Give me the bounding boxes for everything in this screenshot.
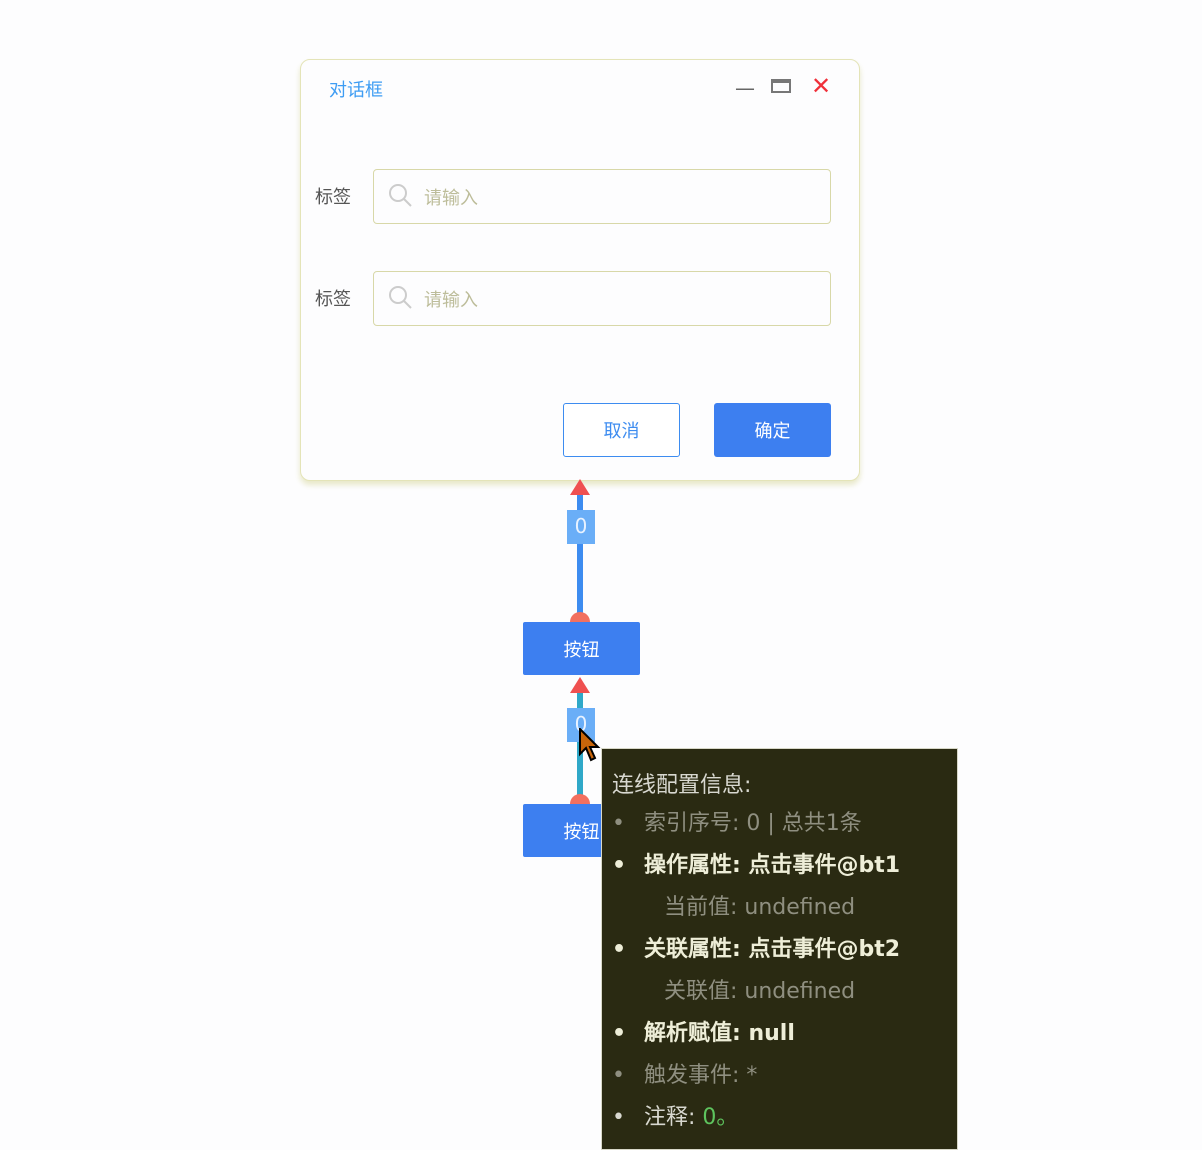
edge-label[interactable]: 0 [567, 510, 595, 544]
input-placeholder: 请输入 [424, 188, 478, 209]
dialog-title: 对话框 [329, 80, 383, 101]
tooltip-title: 连线配置信息: [612, 773, 752, 798]
search-icon [389, 286, 412, 309]
minimize-icon[interactable]: — [735, 76, 755, 100]
edge-info-tooltip: 连线配置信息: 索引序号: 0 | 总共1条 操作属性: 点击事件@bt1 当前… [601, 748, 958, 1150]
arrow-head-icon [570, 479, 590, 495]
cursor-icon [579, 728, 601, 762]
text-input[interactable]: 请输入 [373, 169, 831, 224]
field-label: 标签 [315, 187, 351, 208]
search-icon [389, 184, 412, 207]
field-label: 标签 [315, 289, 351, 310]
tooltip-item: 当前值: undefined [664, 895, 856, 920]
tooltip-item: 关联值: undefined [664, 979, 856, 1004]
arrow-head-icon [570, 677, 590, 693]
comment-label: 注释: [644, 1105, 703, 1130]
maximize-icon[interactable] [771, 79, 791, 93]
edge-anchor[interactable] [570, 612, 590, 622]
confirm-button[interactable]: 确定 [714, 403, 831, 457]
edge-line[interactable] [577, 494, 583, 614]
node-button[interactable]: 按钮 [523, 622, 640, 675]
tooltip-item: 索引序号: 0 | 总共1条 [602, 803, 957, 845]
tooltip-item: 注释: 0。 [602, 1097, 957, 1139]
input-placeholder: 请输入 [424, 290, 478, 311]
close-icon[interactable]: ✕ [811, 72, 832, 100]
edge-anchor[interactable] [570, 794, 590, 804]
comment-value: 0。 [702, 1105, 739, 1130]
text-input[interactable]: 请输入 [373, 271, 831, 326]
tooltip-item: 操作属性: 点击事件@bt1 [602, 845, 957, 887]
tooltip-item: 关联属性: 点击事件@bt2 [602, 929, 957, 971]
tooltip-item: 触发事件: * [602, 1055, 957, 1097]
cancel-button[interactable]: 取消 [563, 403, 680, 457]
tooltip-item: 解析赋值: null [602, 1013, 957, 1055]
dialog: 对话框 — ✕ 标签 请输入 标签 请输入 取消 确定 [300, 59, 860, 481]
